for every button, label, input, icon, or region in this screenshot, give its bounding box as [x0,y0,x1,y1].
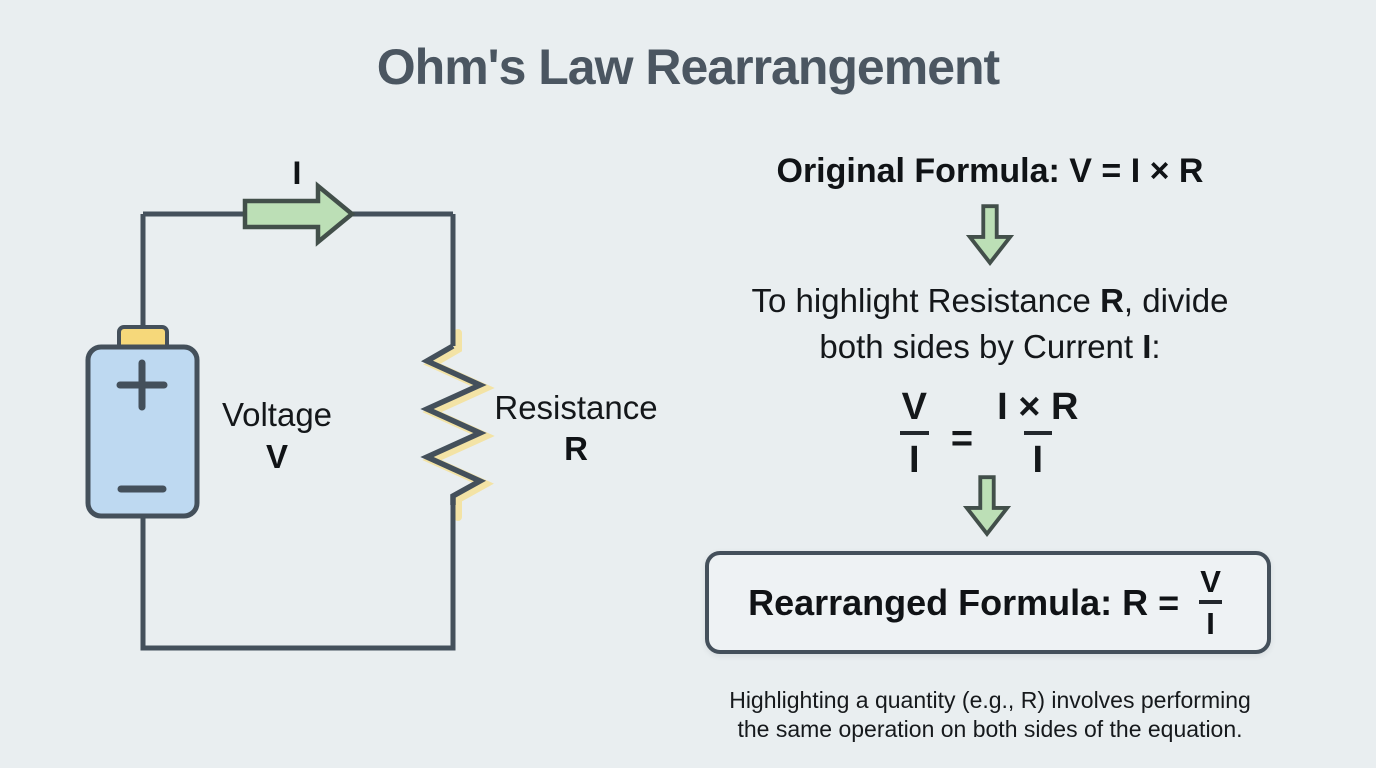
down-arrow-icon [965,203,1015,272]
down-arrow-icon [962,474,1012,543]
current-symbol-label: I [293,155,302,191]
current-arrow-icon [242,181,356,247]
step-line-1: To highlight Resistance R, divide [751,282,1229,319]
battery-body [85,344,200,519]
lhs-fraction: V I [899,386,929,481]
rearranged-formula-box: Rearranged Formula: R = V I [705,551,1271,654]
caption-line-1: Highlighting a quantity (e.g., R) involv… [729,687,1251,713]
caption-line-2: the same operation on both sides of the … [737,716,1243,742]
step-description: To highlight Resistance R, divide both s… [600,278,1376,370]
page-title: Ohm's Law Rearrangement [376,39,1000,95]
resistor-icon [420,343,487,505]
footnote-caption: Highlighting a quantity (e.g., R) involv… [640,686,1340,744]
equals-sign: = [950,418,974,460]
original-formula: Original Formula: V = I × R [776,152,1204,190]
rearranged-formula-label: Rearranged Formula: R = [748,581,1180,623]
resistance-label: Resistance [494,389,657,426]
battery-plus-icon [116,359,168,411]
step-line-2: both sides by Current I: [819,328,1161,365]
rhs-fraction: I × R I [997,386,1079,481]
result-fraction: V I [1199,564,1222,641]
resistance-symbol-label: R [564,430,588,467]
voltage-label: Voltage [222,396,332,433]
division-equation: V I = I × R I [640,388,1340,479]
voltage-symbol-label: V [266,438,288,475]
